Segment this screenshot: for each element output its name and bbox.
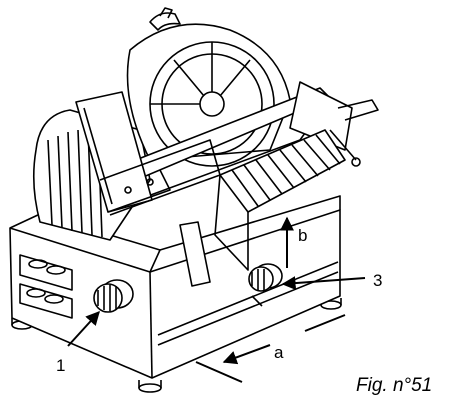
product-tray [214,129,346,271]
figure-caption: Fig. n°51 [356,375,432,396]
dimension-a-arrow [222,344,271,365]
callout-1-label: 1 [56,356,65,375]
callout-3-arrow [281,276,366,291]
thickness-knob [93,279,134,313]
carriage-knob [248,263,283,307]
dimension-a-label: a [274,343,284,362]
dimension-a-line [304,314,346,332]
callout-3-label: 3 [373,271,382,290]
callout-1-arrow [67,310,100,347]
dimension-b-label: b [298,226,307,245]
carriage-arm [109,81,379,211]
callout-arrows [67,216,366,383]
dimension-a-tick [195,361,243,383]
support-column [179,221,211,287]
hand-guard [75,91,221,216]
